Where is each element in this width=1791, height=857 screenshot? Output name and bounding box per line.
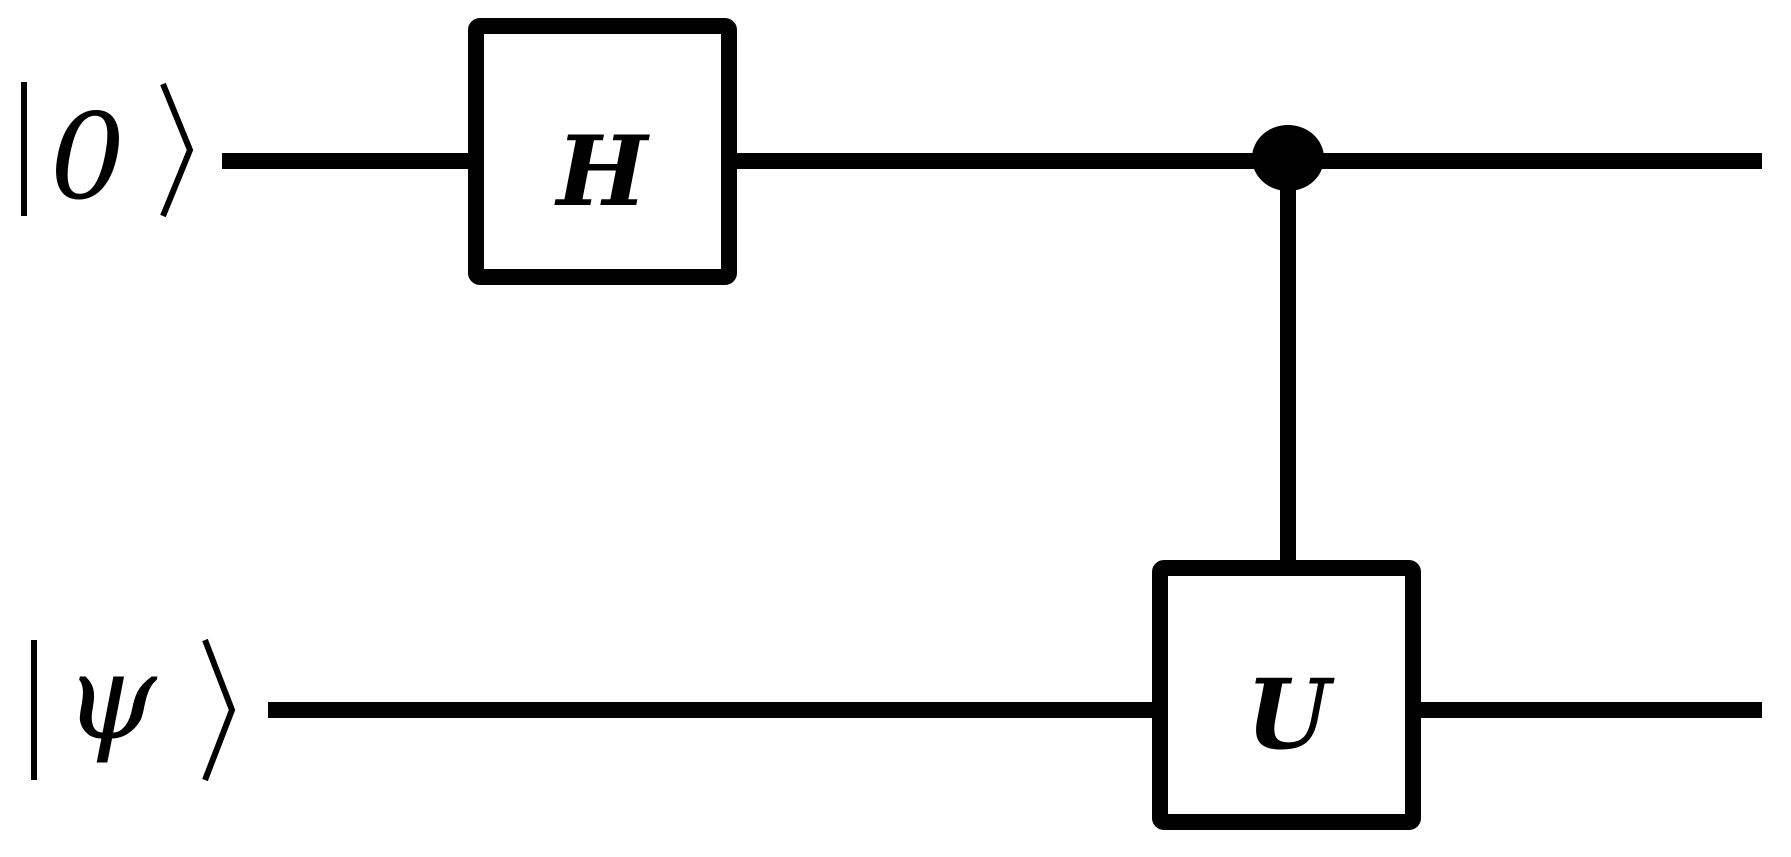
hadamard-gate-label: H bbox=[554, 115, 651, 228]
controlled-u-gate: U bbox=[1152, 560, 1421, 830]
ket-angle-right bbox=[160, 82, 194, 218]
qubit-0-ket: 0 bbox=[21, 82, 194, 226]
qubit-0-state-label: 0 bbox=[50, 88, 125, 226]
hadamard-gate-box bbox=[468, 18, 737, 285]
control-dot bbox=[1252, 125, 1324, 191]
u-gate-box bbox=[1152, 560, 1421, 830]
u-gate-label: U bbox=[1246, 658, 1335, 771]
hadamard-gate: H bbox=[468, 18, 737, 285]
ket-angle-right bbox=[202, 638, 236, 782]
qubit-1-state-label: ψ bbox=[64, 628, 158, 766]
qubit-1-ket: ψ bbox=[31, 628, 236, 782]
